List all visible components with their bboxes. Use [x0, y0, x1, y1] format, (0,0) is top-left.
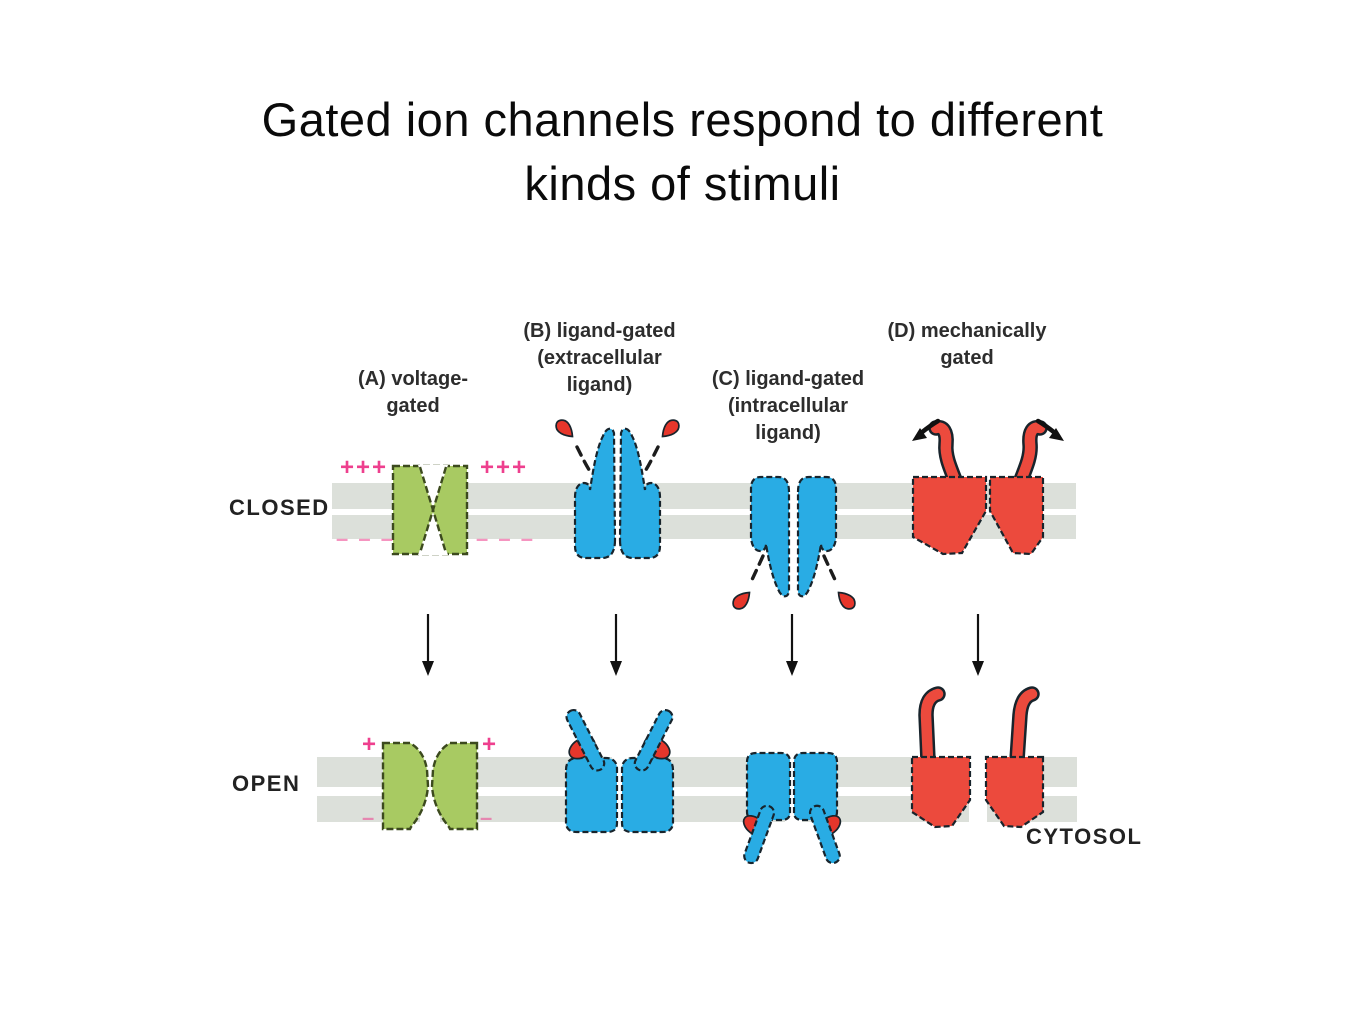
tether-right — [1015, 422, 1046, 486]
channel-subunit-left — [749, 475, 791, 598]
channel-c-label-line2: (intracellular — [727, 395, 849, 417]
gate-arm-right — [808, 804, 841, 865]
transition-arrows — [422, 614, 984, 676]
extracellular-ligand — [661, 419, 680, 438]
channel-c-label: (C) ligand-gated (intracellular ligand) — [698, 366, 878, 447]
closed-minus-charges-left: – – – — [336, 526, 395, 551]
channel-subunit-right — [984, 755, 1045, 829]
channel-b-label: (B) ligand-gated (extracellular ligand) — [512, 318, 687, 399]
ligand-path-line — [642, 445, 660, 475]
channel-subunit-right — [796, 475, 838, 598]
title-line-1: Gated ion channels respond to different — [261, 93, 1104, 146]
pore-notch-bottom — [418, 512, 448, 555]
down-arrowhead — [422, 661, 434, 676]
pore-notch-top — [418, 465, 448, 508]
channel-b-open — [564, 709, 675, 834]
closed-minus-charges-right: – – – — [476, 526, 535, 551]
channel-subunit-left — [910, 755, 972, 829]
down-arrowhead — [972, 661, 984, 676]
channel-d-label-line2: gated — [940, 347, 994, 369]
intracellular-ligand — [837, 591, 856, 610]
open-plus-charge-left: + — [362, 731, 379, 758]
channel-b-label-line3: ligand) — [566, 374, 633, 396]
channel-a-label: (A) voltage- gated — [338, 366, 488, 420]
channel-d-label-line1: (D) mechanically — [887, 320, 1047, 342]
arrowhead — [912, 428, 927, 441]
channel-subunit-right — [430, 741, 479, 831]
intracellular-ligand — [732, 591, 751, 610]
open-pore — [969, 753, 987, 831]
channel-d-closed — [911, 418, 1064, 556]
closed-plus-charges-left: +++ — [340, 454, 389, 481]
ligand-path-line — [822, 554, 838, 584]
closed-plus-charges-right: +++ — [480, 454, 529, 481]
channel-subunit-right — [618, 427, 662, 560]
channel-d-open — [910, 686, 1045, 831]
gate-edge — [418, 466, 448, 554]
extracellular-ligand — [555, 419, 574, 438]
down-arrowhead — [786, 661, 798, 676]
open-row-label: OPEN — [232, 771, 301, 796]
channel-subunit-right — [988, 475, 1045, 556]
channel-a-open — [381, 741, 479, 831]
channel-subunit-left — [381, 741, 430, 831]
channel-b-closed — [555, 419, 680, 562]
channel-c-closed — [732, 475, 856, 610]
open-plus-charge-right: + — [482, 731, 499, 758]
ligand-path-line — [749, 554, 765, 584]
gate-arm-right — [633, 709, 674, 772]
title-line-2: kinds of stimuli — [524, 157, 841, 210]
ligand-path-line — [575, 445, 593, 475]
gate-arm-left — [565, 709, 606, 772]
channel-c-open — [742, 751, 842, 865]
channel-c-label-line3: ligand) — [755, 422, 821, 444]
cytosol-label: CYTOSOL — [1026, 824, 1143, 849]
gate-arm-left — [743, 804, 776, 865]
pore-seam — [787, 480, 800, 598]
channel-subunit-left — [573, 427, 617, 560]
channel-b-label-line1: (B) ligand-gated — [523, 320, 676, 342]
channel-a-closed — [391, 464, 469, 556]
slide-title: Gated ion channels respond to different … — [0, 88, 1365, 216]
channel-a-label-line2: gated — [386, 395, 440, 417]
channel-c-label-line1: (C) ligand-gated — [711, 368, 865, 390]
channel-b-label-line2: (extracellular — [537, 347, 662, 369]
channel-subunit-left — [911, 475, 988, 556]
tether-right — [1011, 688, 1038, 766]
down-arrowhead — [610, 661, 622, 676]
arrowhead — [1049, 428, 1064, 441]
channel-d-label: (D) mechanically gated — [872, 318, 1062, 372]
tether-left — [930, 422, 961, 486]
tether-left — [920, 688, 944, 766]
closed-row-label: CLOSED — [229, 495, 330, 520]
channel-a-label-line1: (A) voltage- — [358, 368, 468, 390]
open-minus-charge-right: – — [480, 805, 495, 830]
open-minus-charge-left: – — [362, 805, 377, 830]
